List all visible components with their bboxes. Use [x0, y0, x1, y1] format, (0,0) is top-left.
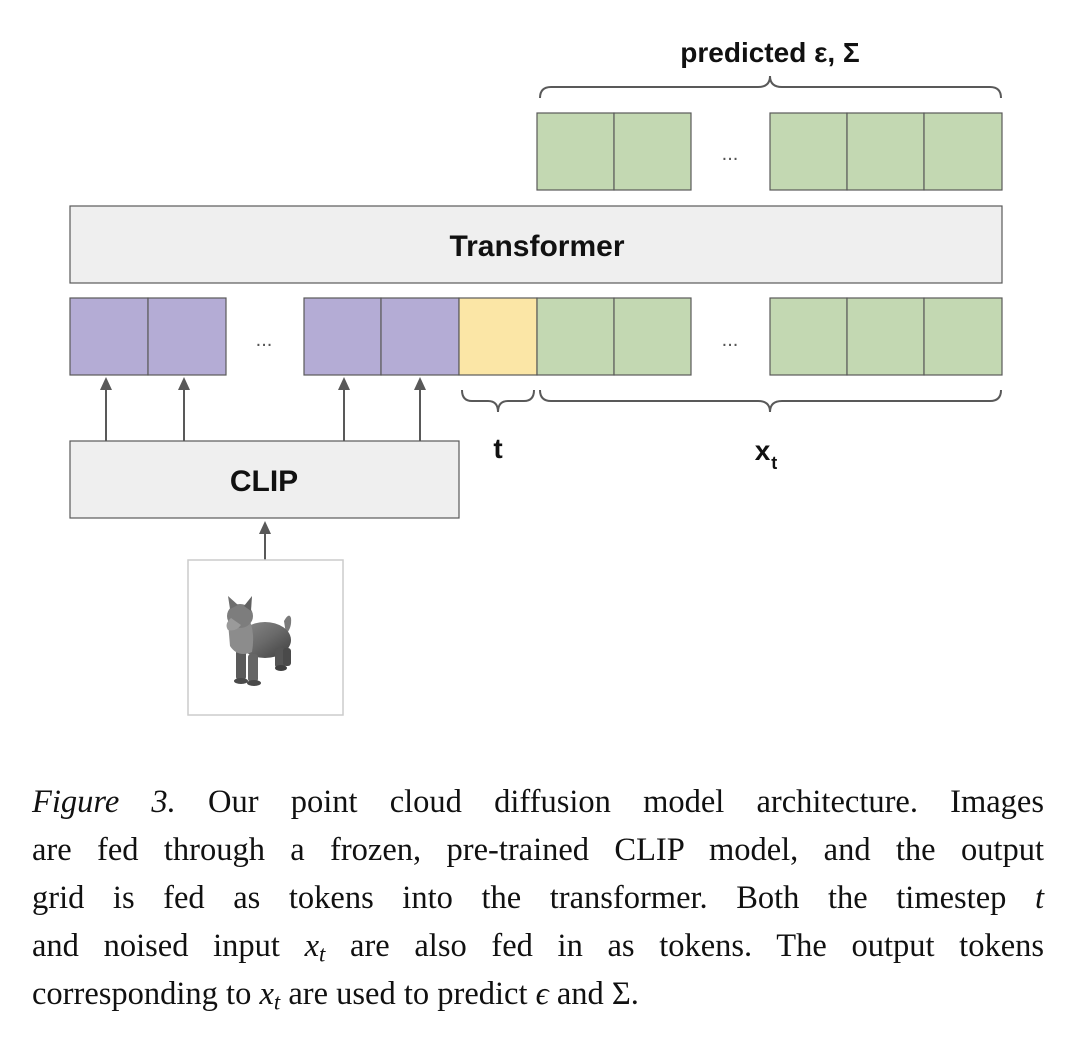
- input-tokens: ... ...: [69, 297, 1003, 376]
- architecture-diagram: predicted ε, Σ ... Transformer ... ... t…: [69, 37, 1003, 716]
- transformer-block: [69, 205, 1003, 284]
- output-token: [769, 112, 848, 191]
- caption-line: grid is fed as tokens into the transform…: [32, 874, 1044, 922]
- clip-label: CLIP: [230, 465, 298, 498]
- math-x: x: [259, 976, 274, 1012]
- predicted-brace: [539, 75, 1002, 99]
- noised-token: [536, 297, 615, 376]
- clip-token: [303, 297, 382, 376]
- caption-line: Figure 3. Our point cloud diffusion mode…: [32, 778, 1044, 826]
- arrow-head: [100, 377, 112, 390]
- caption-text: Our point cloud diffusion model architec…: [208, 784, 1045, 820]
- noised-token: [923, 297, 1003, 376]
- corgi-figure-icon: [226, 596, 292, 686]
- clip-token: [69, 297, 149, 376]
- clip-token-ellipsis: ...: [256, 329, 273, 351]
- noised-token: [613, 297, 692, 376]
- arrow-head: [338, 377, 350, 390]
- timestep-token: [458, 297, 538, 376]
- noised-token: [846, 297, 925, 376]
- clip-arrows: [100, 377, 426, 560]
- arrow-head: [414, 377, 426, 390]
- caption-text: and noised input: [32, 928, 280, 964]
- caption-line: and noised input xt are also fed in as t…: [32, 922, 1044, 970]
- caption-line: corresponding to xt are used to predict …: [32, 970, 1044, 1018]
- math-x: x: [304, 928, 320, 964]
- noised-input-label: xt: [755, 435, 778, 473]
- figure-caption: Figure 3. Our point cloud diffusion mode…: [32, 778, 1044, 1018]
- caption-text: corresponding to: [32, 976, 252, 1012]
- math-sigma: Σ.: [611, 976, 639, 1012]
- caption-text: grid is fed as tokens into the transform…: [32, 880, 1007, 916]
- clip-block: [69, 440, 460, 519]
- clip-token: [380, 297, 460, 376]
- figure-label: Figure 3.: [32, 784, 176, 820]
- caption-line: are fed through a frozen, pre-trained CL…: [32, 832, 1044, 868]
- math-t: t: [1034, 880, 1044, 916]
- transformer-label: Transformer: [449, 230, 624, 263]
- arrow-head: [178, 377, 190, 390]
- output-token: [536, 112, 615, 191]
- output-token: [613, 112, 692, 191]
- math-sub-t: t: [273, 989, 281, 1015]
- output-token: [923, 112, 1003, 191]
- output-token: [846, 112, 925, 191]
- output-ellipsis: ...: [722, 143, 739, 165]
- math-sub-t: t: [319, 941, 326, 967]
- output-tokens: ...: [536, 112, 1003, 191]
- caption-text: and: [556, 976, 604, 1012]
- math-epsilon: ϵ: [535, 976, 549, 1012]
- clip-token: [147, 297, 227, 376]
- timestep-brace: [461, 389, 535, 413]
- caption-text: are used to predict: [288, 976, 528, 1012]
- caption-text: are also fed in as tokens. The output to…: [350, 928, 1045, 964]
- timestep-label: t: [493, 433, 502, 464]
- predicted-label: predicted ε, Σ: [680, 37, 859, 68]
- arrow-head: [259, 521, 271, 534]
- noised-token: [769, 297, 848, 376]
- noised-input-brace: [539, 389, 1002, 413]
- noised-token-ellipsis: ...: [722, 329, 739, 351]
